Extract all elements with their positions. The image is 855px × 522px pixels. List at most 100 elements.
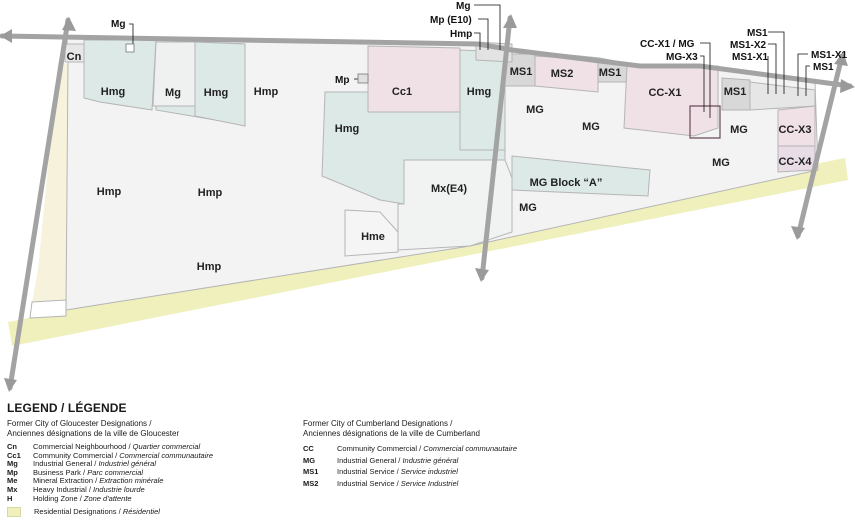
legend-code: Mx xyxy=(7,484,18,494)
road-east-vertical xyxy=(795,53,845,239)
leader-ms1-2 xyxy=(805,65,810,96)
arrow-north-east xyxy=(834,52,848,66)
zone-label-ms1-a: MS1 xyxy=(510,66,533,78)
legend-desc: Commercial Neighbourhood / xyxy=(33,442,133,451)
leader-hmp-small xyxy=(474,32,481,50)
legend-desc-fr: Industrie lourde xyxy=(93,484,145,494)
cumberland-heading-fr: Anciennes désignations de la ville de Cu… xyxy=(303,429,480,438)
legend-desc-fr: Industriel général xyxy=(98,459,156,469)
zone-label-hmp-a: Hmp xyxy=(254,86,279,98)
legend-code: MS1 xyxy=(303,467,319,476)
residential-label-fr: Résidentiel xyxy=(122,507,160,517)
legend-desc: Industrial General / xyxy=(337,455,403,465)
zone-label-mg-b: MG xyxy=(526,104,544,116)
residential-swatch xyxy=(7,507,21,518)
legend-code: Cn xyxy=(7,442,17,451)
arrow-west xyxy=(0,29,12,43)
leader-mp-e10 xyxy=(478,18,489,50)
zone-mx-e4 xyxy=(397,159,513,251)
road-central-vertical xyxy=(479,15,513,281)
legend-desc: Industrial Service / xyxy=(337,467,401,476)
cumberland-heading: Former City of Cumberland Designations / xyxy=(303,419,453,428)
zone-label-mg-f: MG xyxy=(519,202,537,214)
leader-mg-x3 xyxy=(700,55,705,112)
legend-code: CC xyxy=(303,444,314,453)
legend-desc: Heavy Industrial / xyxy=(33,484,94,494)
zone-label-hmg-c: Hmg xyxy=(467,86,491,98)
legend-code: Cc1 xyxy=(7,450,21,460)
zone-label-mx-e4: Mx(E4) xyxy=(431,183,467,195)
legend-title: LEGEND / LÉGENDE xyxy=(7,401,127,415)
legend-row: Cn Commercial Neighbourhood / Quartier co… xyxy=(7,442,297,452)
legend-desc-fr: Quartier commercial xyxy=(132,442,201,451)
leader-ms1-x1-b xyxy=(797,53,808,96)
gloucester-heading: Former City of Gloucester Designations / xyxy=(7,419,152,428)
zone-cc1 xyxy=(367,45,461,113)
zone-label-cc-x3: CC-X3 xyxy=(778,124,811,136)
zone-label-hmp-b: Hmp xyxy=(97,186,122,198)
zone-label-mg-a: Mg xyxy=(165,87,181,99)
leader-mg-top xyxy=(129,23,134,48)
arrow-north-west-road xyxy=(62,17,76,31)
residential-strip-left xyxy=(32,62,68,302)
road-arrowheads xyxy=(0,14,855,392)
zone-label-mg-e: MG xyxy=(712,157,730,169)
zone-mg-block-a xyxy=(511,155,651,197)
legend-desc-fr: Service industriel xyxy=(400,467,458,476)
arrow-north-central xyxy=(503,14,517,28)
legend-desc-fr: Zone d'attente xyxy=(83,493,132,503)
leader-mg-right xyxy=(474,4,501,50)
legend-desc-fr: Industrie général xyxy=(402,455,459,465)
callout-label-mg-right: Mg xyxy=(456,1,470,12)
zone-label-hmg-b: Hmg xyxy=(204,87,228,99)
callout-label-mp-e10: Mp (E10) xyxy=(430,15,472,26)
legend-desc-fr: Extraction minérale xyxy=(99,476,164,486)
zone-label-hmg-a: Hmg xyxy=(101,86,125,98)
zone-label-hme: Hme xyxy=(361,231,385,243)
legend-code: Mg xyxy=(7,459,18,469)
legend-residential: Residential Designations / Résidentiel xyxy=(7,507,297,518)
legend-code: Me xyxy=(7,476,18,486)
zone-label-ms1-b: MS1 xyxy=(599,67,622,79)
parcel-sw xyxy=(29,299,67,319)
leader-ms1-1 xyxy=(768,31,785,94)
zone-hmg-b xyxy=(194,41,246,127)
legend-code: Mp xyxy=(7,467,18,477)
zone-label-mg-c: MG xyxy=(582,121,600,133)
zone-label-hmp-c: Hmp xyxy=(198,187,223,199)
arrow-south-west-road xyxy=(4,378,17,392)
arrow-south-east xyxy=(791,226,805,240)
leader-ms1-x2 xyxy=(768,43,777,94)
zone-label-hmg-d: Hmg xyxy=(335,123,359,135)
legend-desc: Community Commercial / xyxy=(337,444,424,453)
legend: LEGEND / LÉGENDE Former City of Gloucest… xyxy=(0,398,855,522)
road-network xyxy=(0,15,853,391)
zone-hmg-a2 xyxy=(83,39,157,111)
gloucester-heading-fr: Anciennes désignations de la ville de Gl… xyxy=(7,429,180,438)
leader-cc-x1-mg xyxy=(700,42,711,118)
road-west-vertical xyxy=(7,17,71,391)
zone-hmg-d xyxy=(321,91,506,205)
callout-label-mp-left: Mp xyxy=(335,75,349,86)
callout-label-ms1-x1-b: MS1-X1 xyxy=(811,50,848,61)
arrow-east xyxy=(840,79,855,93)
legend-code: MS2 xyxy=(303,478,319,488)
legend-desc: Business Park / xyxy=(33,467,88,477)
callout-label-cc-x1-mg: CC-X1 / MG xyxy=(640,39,695,50)
zone-label-hmp-d: Hmp xyxy=(197,261,222,273)
callout-label-ms1-1: MS1 xyxy=(747,28,768,39)
zone-label-cc1: Cc1 xyxy=(392,86,412,98)
legend-desc: Holding Zone / xyxy=(33,493,84,503)
callout-label-ms1-x1-a: MS1-X1 xyxy=(732,52,769,63)
legend-desc: Industrial Service / xyxy=(337,478,401,488)
